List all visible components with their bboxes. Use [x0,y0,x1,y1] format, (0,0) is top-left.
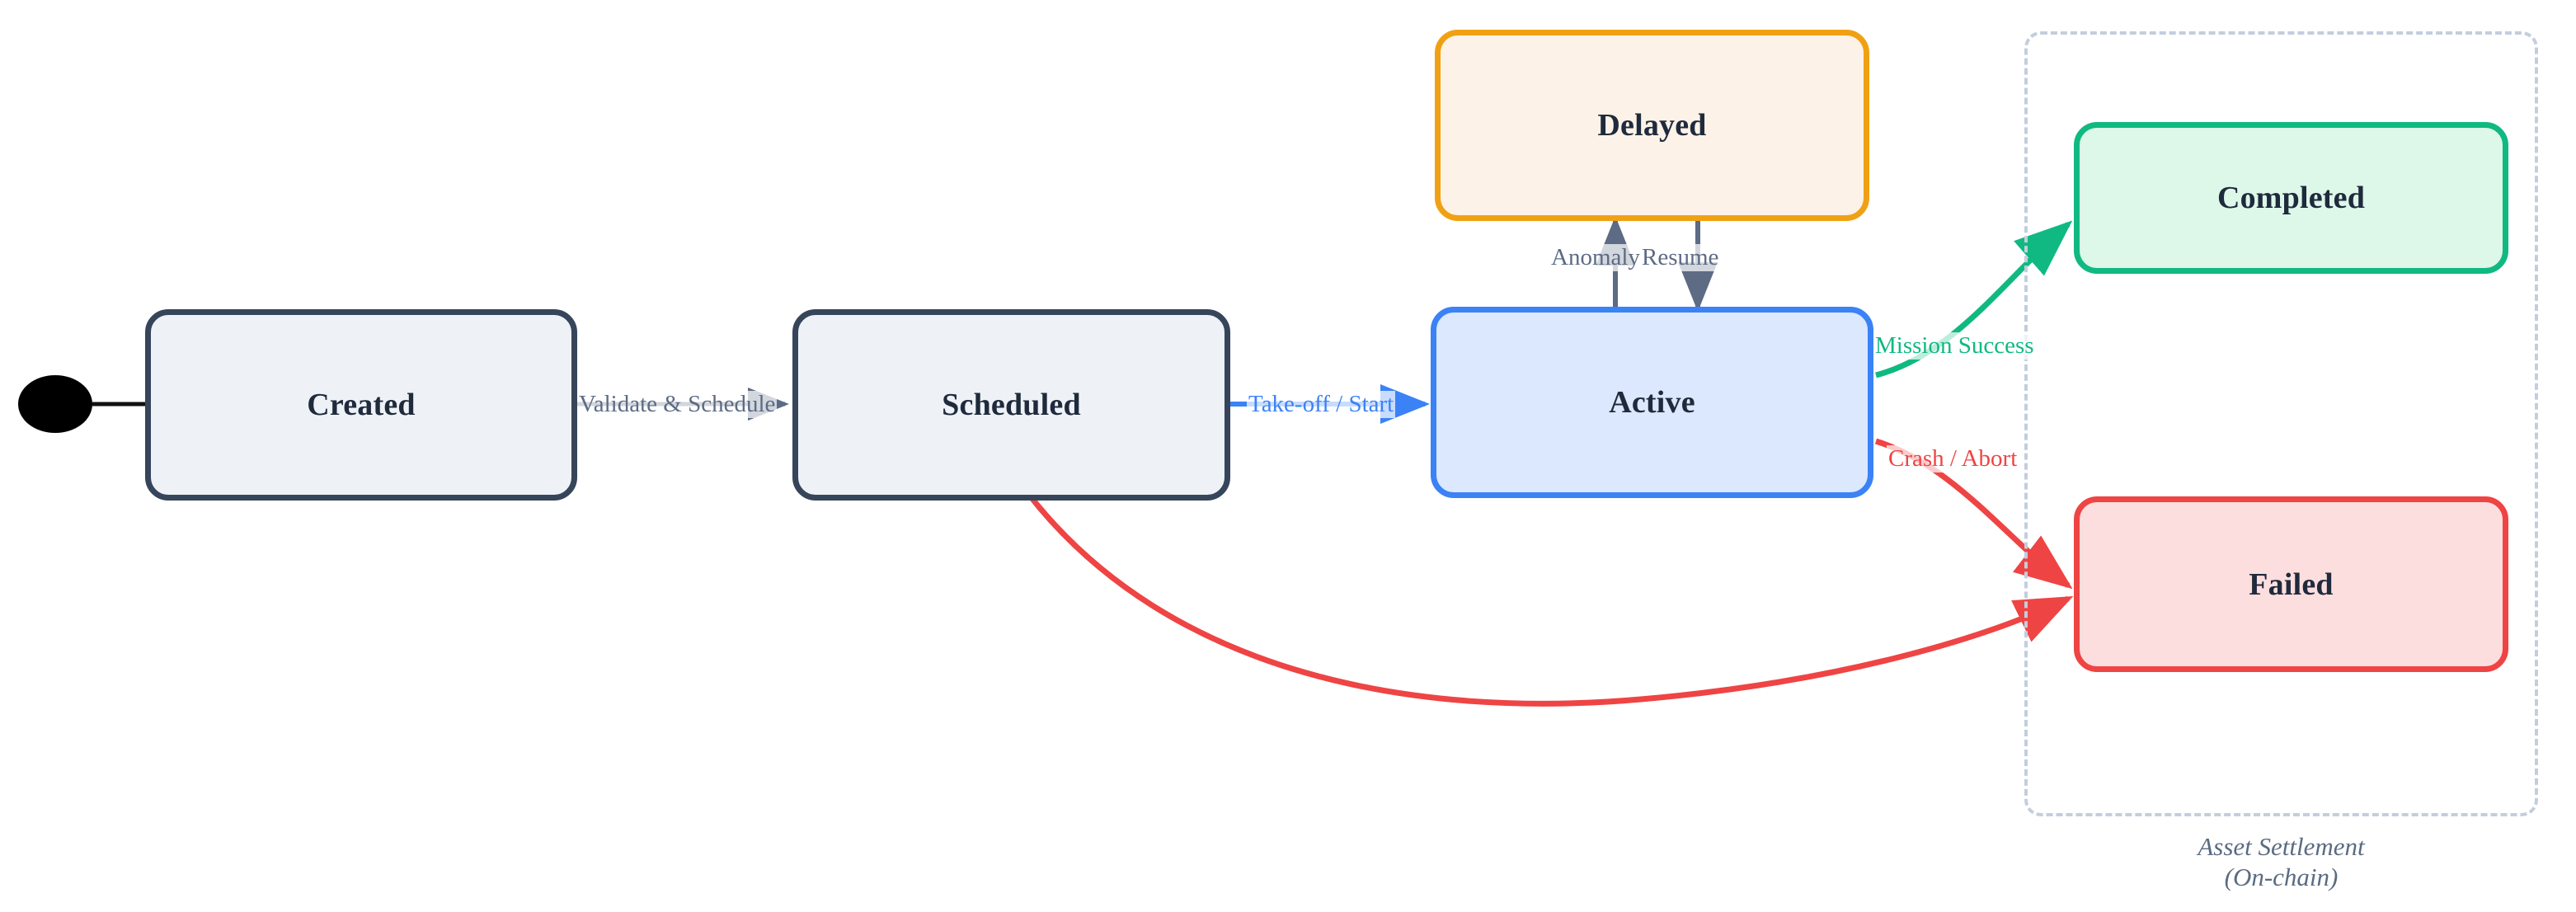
state-scheduled[interactable]: Scheduled [792,309,1230,501]
edge-label-takeoff-start: Take-off / Start [1247,391,1396,418]
state-active-label: Active [1609,385,1695,420]
edge-label-anomaly: Anomaly [1549,244,1642,271]
cluster-asset-settlement [2024,31,2538,816]
edge-label-crash-abort: Crash / Abort [1887,445,2019,472]
edge-label-resume: Resume [1640,244,1721,271]
state-completed[interactable]: Completed [2074,122,2508,274]
state-failed[interactable]: Failed [2074,496,2508,672]
state-scheduled-label: Scheduled [942,388,1081,422]
edge-label-validate-schedule: Validate & Schedule [577,391,778,418]
edge-scheduled-to-failed [1027,492,2074,707]
state-active[interactable]: Active [1431,307,1873,498]
edge-label-mission-success: Mission Success [1873,332,2036,360]
state-created[interactable]: Created [145,309,577,501]
state-failed-label: Failed [2249,566,2334,602]
state-created-label: Created [307,388,416,422]
state-delayed[interactable]: Delayed [1435,30,1869,221]
start-node [18,375,92,433]
state-delayed-label: Delayed [1597,108,1707,143]
state-completed-label: Completed [2216,181,2366,215]
cluster-caption: Asset Settlement (On-chain) [2198,832,2365,892]
